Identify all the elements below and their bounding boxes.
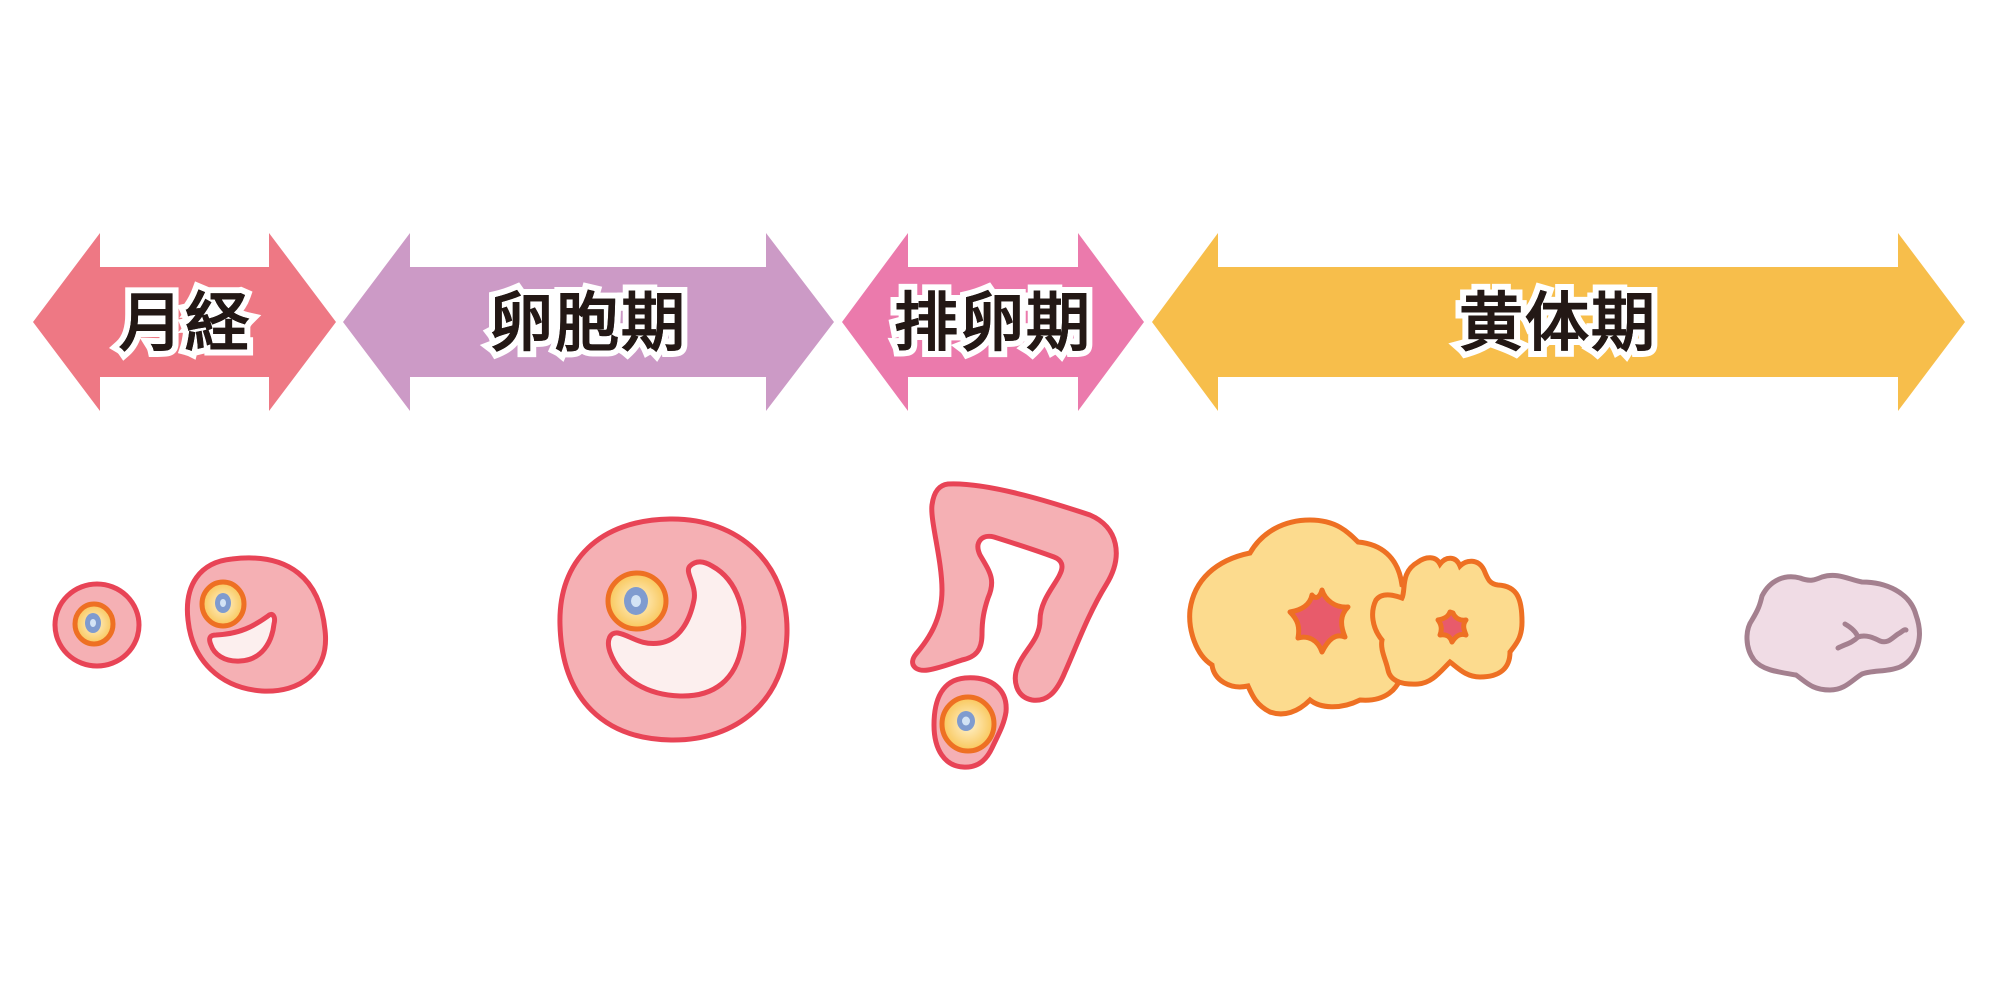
corpus-luteum-icon [1187,517,1431,717]
released-egg-icon [931,675,1009,770]
phase-label-luteal: 黄体期 黄体期 [1218,281,1898,367]
primordial-follicle-icon [52,581,142,669]
phase-label-ovulation-text: 排卵期 [894,287,1092,361]
phase-label-follicular-text: 卵胞期 [489,287,687,361]
phase-label-menstruation: 月経 月経 [100,281,270,367]
arrow-ovulation [842,233,1144,411]
regressing-corpus-luteum-icon [1370,555,1525,687]
arrow-follicular [343,233,834,411]
phase-label-luteal-outline: 黄体期 [1453,281,1661,367]
phase-label-menstruation-text: 月経 [119,287,251,361]
phase-label-ovulation-outline: 排卵期 [888,281,1096,367]
arrow-menstruation [33,233,336,411]
phase-label-luteal-text: 黄体期 [1459,287,1657,361]
secondary-follicle-icon [184,555,329,694]
ruptured-follicle-icon [910,481,1119,703]
mature-follicle-icon [557,516,790,743]
arrow-luteal [1152,233,1965,411]
phase-label-ovulation: 排卵期 排卵期 [880,281,1106,367]
phase-label-menstruation-outline: 月経 [113,281,255,367]
phase-label-follicular: 卵胞期 卵胞期 [410,281,766,367]
phase-label-follicular-outline: 卵胞期 [483,281,691,367]
corpus-albicans-icon [1744,572,1922,693]
